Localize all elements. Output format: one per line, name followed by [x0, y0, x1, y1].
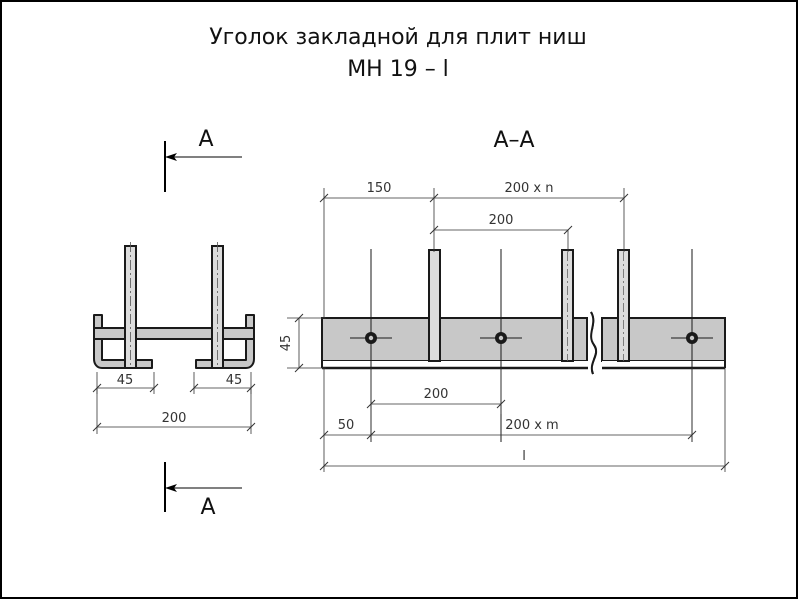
front-dim-right-45-label: 45	[226, 373, 243, 388]
break-line	[588, 311, 598, 375]
anchor-bar-3	[617, 249, 630, 362]
section-view-title: A–A	[493, 128, 534, 153]
section-dim-200xn-label: 200 x n	[504, 181, 553, 196]
section-marker-bottom-label: A	[200, 495, 215, 520]
front-dim-left-45-label: 45	[117, 373, 134, 388]
section-dim-150-label: 150	[367, 181, 392, 196]
section-dim-top-row1: 150 200 x n	[319, 181, 629, 203]
section-dim-l-label: l	[522, 449, 526, 464]
section-dim-200xm-label: 200 x m	[505, 418, 558, 433]
section-flange-gap-right	[602, 361, 725, 368]
section-dim-top-row2: 200	[429, 213, 573, 252]
section-dim-left-45-label: 45	[279, 335, 294, 352]
section-dim-overall-l: l	[319, 449, 730, 471]
anchor-bar-2	[561, 249, 574, 362]
anchor-bar-1	[428, 249, 441, 362]
drawing-title-line2: МН 19 – l	[347, 57, 449, 82]
section-dim-left-45: 45	[279, 313, 326, 373]
anchor-bar-right-front	[211, 242, 224, 369]
front-dim-left-45: 45	[92, 372, 159, 394]
section-dim-bottom-200-label: 200	[424, 387, 449, 402]
section-marker-top-label: A	[198, 127, 213, 152]
angle-profile-right	[195, 314, 255, 369]
section-dim-50-label: 50	[338, 418, 355, 433]
angle-profile-left	[93, 314, 153, 369]
anchor-bar-left-front	[124, 242, 137, 369]
section-dim-bottom-200: 200	[366, 387, 506, 409]
section-marker-bottom: A	[164, 462, 242, 520]
front-dim-right-45: 45	[189, 372, 256, 394]
section-dim-bottom-row: 50 200 x m	[319, 418, 697, 440]
front-view: 45 45 200	[92, 242, 256, 434]
drawing-title-line1: Уголок закладной для плит ниш	[209, 25, 586, 50]
front-dim-overall-200: 200	[92, 388, 256, 434]
section-plate-left	[321, 317, 588, 362]
section-marker-top: A	[164, 127, 242, 192]
front-dim-overall-200-label: 200	[162, 411, 187, 426]
horizontal-plate	[93, 327, 255, 340]
section-dim-top-200-label: 200	[489, 213, 514, 228]
section-flange-gap-left	[322, 361, 588, 368]
section-view: A–A	[279, 128, 730, 472]
